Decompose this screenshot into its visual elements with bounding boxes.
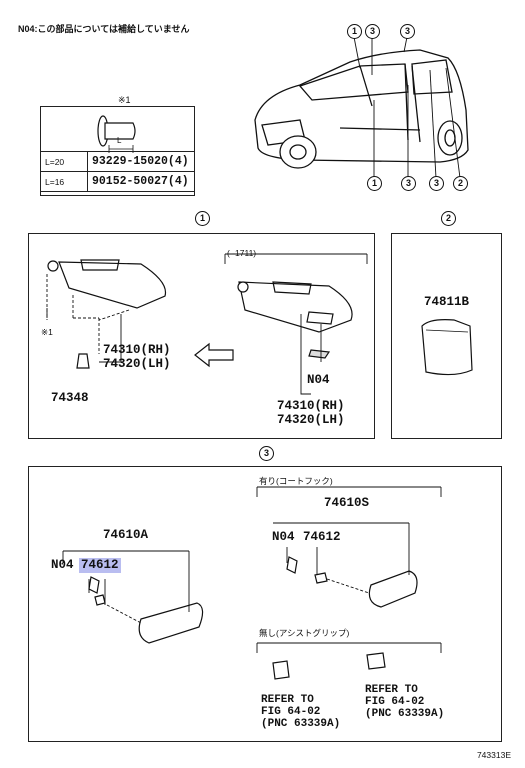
sun-visor-drawing: [46, 253, 368, 395]
section-marker-1: 1: [195, 211, 210, 226]
length-cell: L=16: [40, 171, 88, 192]
section-2-box: 74811B: [391, 233, 502, 439]
callout-1[interactable]: 1: [347, 24, 362, 39]
year-range: ( -1711): [227, 248, 257, 258]
part-label-74610a[interactable]: 74610A: [103, 528, 149, 542]
ref-line[interactable]: (PNC 63339A): [365, 708, 445, 720]
part-label-74612-highlighted[interactable]: 74612: [79, 558, 121, 573]
callout-3[interactable]: 3: [429, 176, 444, 191]
ref-line[interactable]: REFER TO: [261, 694, 314, 706]
table-row: L=16 90152-50027(4): [40, 171, 195, 192]
part-label-74348[interactable]: 74348: [51, 391, 89, 405]
part-label-n04[interactable]: N04: [272, 530, 295, 544]
fastener-box: L L=20 93229-15020(4) L=16 90152-50027(4…: [40, 106, 195, 196]
dim-label: L: [117, 136, 122, 145]
part-label-74320-lh[interactable]: 74320(LH): [103, 357, 171, 371]
callout-1[interactable]: 1: [367, 176, 382, 191]
coat-hook-label: 有り(コートフック): [259, 476, 333, 486]
callout-2[interactable]: 2: [453, 176, 468, 191]
section-marker-3: 3: [259, 446, 274, 461]
ref-line[interactable]: (PNC 63339A): [261, 718, 341, 730]
part-number-cell[interactable]: 90152-50027(4): [87, 171, 195, 192]
ref-line[interactable]: REFER TO: [365, 684, 418, 696]
screw-ref: ※1: [41, 327, 53, 337]
figure-id: 743313E: [476, 750, 511, 760]
assist-grip-drawing: [62, 486, 442, 680]
header-note: N04:この部品については補給していません: [18, 24, 190, 34]
ref-line[interactable]: FIG 64-02: [365, 696, 425, 708]
callout-3[interactable]: 3: [365, 24, 380, 39]
part-label-n04[interactable]: N04: [51, 558, 74, 572]
part-label-74610s[interactable]: 74610S: [324, 496, 370, 510]
section-marker-2: 2: [441, 211, 456, 226]
part-label-n04[interactable]: N04: [307, 373, 330, 387]
part-label-74310-rh[interactable]: 74310(RH): [103, 343, 171, 357]
part-label-74320-lh[interactable]: 74320(LH): [277, 413, 345, 427]
fastener-table: L=20 93229-15020(4) L=16 90152-50027(4): [40, 151, 195, 192]
ref-line[interactable]: FIG 64-02: [261, 706, 321, 718]
part-label-74811b[interactable]: 74811B: [424, 295, 470, 309]
part-label-74310-rh[interactable]: 74310(RH): [277, 399, 345, 413]
cover-drawing: [421, 319, 473, 376]
fastener-title: ※1: [118, 95, 131, 105]
part-label-74612[interactable]: 74612: [303, 530, 341, 544]
assist-grip-label: 無し(アシストグリップ): [259, 628, 350, 638]
car-illustration: [254, 36, 469, 179]
callout-3[interactable]: 3: [401, 176, 416, 191]
callout-3[interactable]: 3: [400, 24, 415, 39]
section-3-box: 74610A N04 74612 有り(コートフック) 74610S N04 7…: [28, 466, 502, 742]
section-1-box: ※1 ( -1711) 74310(RH) 74320(LH) 74348 N0…: [28, 233, 375, 439]
